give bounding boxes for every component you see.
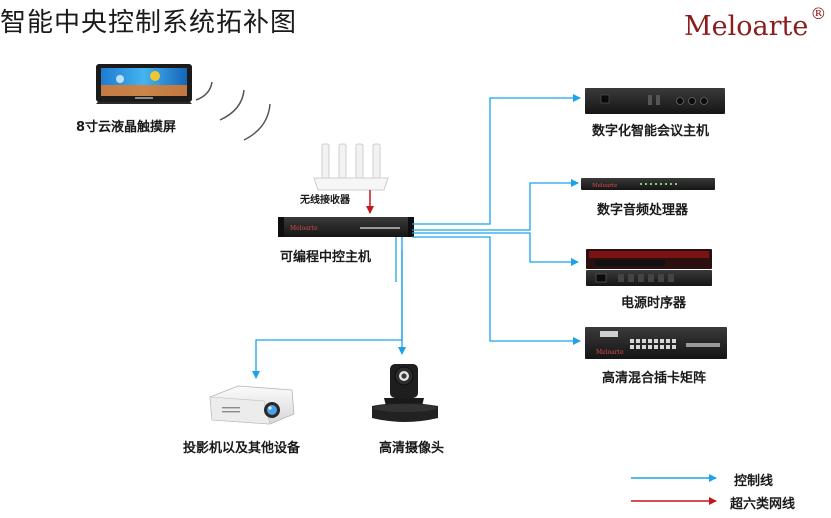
central-host-label: 可编程中控主机 [280, 250, 372, 265]
camera-device [372, 364, 438, 422]
power-sequencer-device [586, 249, 712, 286]
projector-device [209, 385, 295, 425]
wireless-receiver-device [313, 143, 389, 191]
matrix-label: 高清混合插卡矩阵 [602, 371, 707, 386]
central-host-device: Meloarte [278, 217, 414, 237]
control-lines [252, 94, 581, 379]
wireless-signal-icon [195, 81, 271, 141]
touchscreen-device [96, 64, 192, 104]
conference-host-label: 数字化智能会议主机 [592, 124, 710, 139]
touchscreen-label: 8寸云液晶触摸屏 [76, 120, 177, 135]
wireless-receiver-label: 无线接收器 [300, 195, 350, 206]
brand-logo: Meloarte® [684, 4, 826, 42]
audio-processor-label: 数字音频处理器 [597, 203, 689, 218]
svg-text:Meloarte: Meloarte [592, 183, 617, 189]
projector-label: 投影机以及其他设备 [183, 441, 301, 456]
page-title: 智能中央控制系统拓补图 [0, 8, 298, 38]
legend-network-line-label: 超六类网线 [730, 497, 796, 512]
audio-processor-device: Meloarte [581, 178, 715, 190]
matrix-device: Meloarte [585, 327, 727, 359]
svg-text:Meloarte: Meloarte [290, 225, 318, 232]
conference-host-device [585, 88, 725, 114]
registered-mark: ® [810, 4, 827, 23]
power-sequencer-label: 电源时序器 [621, 296, 687, 311]
camera-label: 高清摄像头 [379, 441, 445, 456]
svg-text:Meloarte: Meloarte [596, 349, 624, 356]
legend-control-line-label: 控制线 [734, 474, 774, 489]
brand-name: Meloarte [684, 11, 809, 42]
